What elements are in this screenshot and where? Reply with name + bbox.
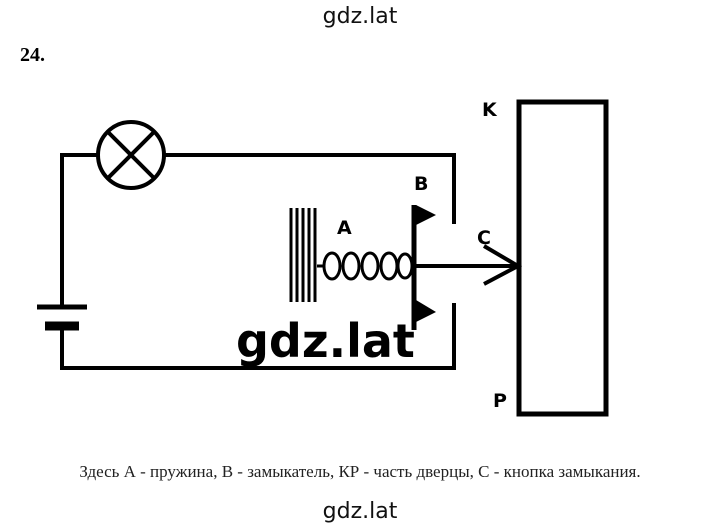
iron-core bbox=[289, 208, 317, 302]
spring-a bbox=[317, 251, 414, 281]
label-c: C bbox=[477, 227, 491, 249]
problem-number: 24. bbox=[20, 44, 45, 66]
watermark-bottom: gdz.lat bbox=[322, 499, 398, 524]
wire-left-top bbox=[60, 153, 100, 307]
button-rod-c bbox=[414, 244, 523, 286]
door-part-kp bbox=[516, 99, 609, 417]
wire-top-right bbox=[162, 153, 456, 224]
wire-bottom bbox=[60, 303, 456, 370]
lamp-symbol bbox=[96, 120, 166, 190]
label-k: K bbox=[482, 99, 498, 121]
label-p: P bbox=[493, 390, 507, 412]
label-a: A bbox=[337, 217, 352, 239]
battery-symbol bbox=[37, 304, 87, 331]
caption: Здесь А - пружина, В - замыкатель, КР - … bbox=[79, 462, 641, 481]
watermark-top: gdz.lat bbox=[322, 4, 398, 29]
watermark-center: gdz.lat bbox=[236, 314, 415, 368]
lamp-cross bbox=[105, 129, 157, 181]
label-b: B bbox=[414, 173, 428, 195]
